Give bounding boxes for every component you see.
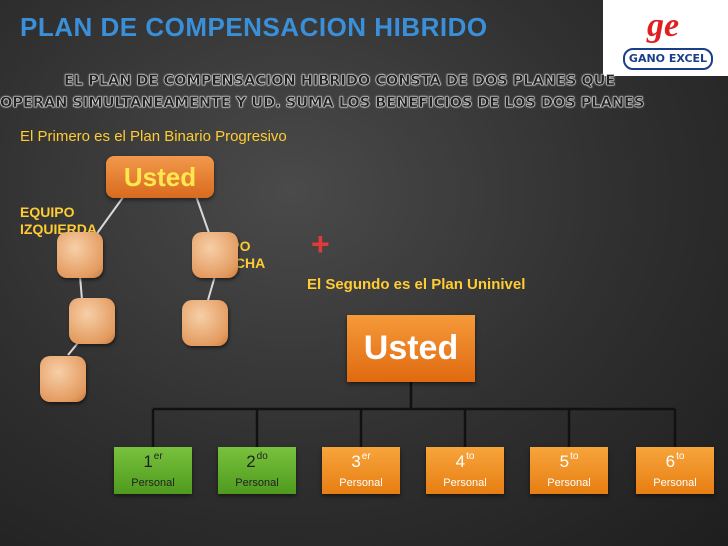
unilevel-root-node: Usted xyxy=(347,315,475,382)
level-label: Personal xyxy=(339,477,383,489)
intro-line-1: EL PLAN DE COMPENSACION HIBRIDO CONSTA D… xyxy=(64,73,616,89)
binary-node-right-2 xyxy=(182,300,228,346)
gano-excel-logo: ge GANO EXCEL xyxy=(603,0,728,76)
level-suffix: to xyxy=(676,451,685,462)
level-label: Personal xyxy=(547,477,591,489)
page-title: PLAN DE COMPENSACION HIBRIDO xyxy=(20,12,488,42)
level-suffix: do xyxy=(256,451,268,462)
level-number: 2 xyxy=(246,452,256,471)
level-box-6: 6to Personal xyxy=(636,447,714,494)
binary-plan-caption: El Primero es el Plan Binario Progresivo xyxy=(20,128,287,145)
level-suffix: er xyxy=(153,451,163,462)
intro-text: EL PLAN DE COMPENSACION HIBRIDO CONSTA D… xyxy=(0,70,660,114)
plus-sign: + xyxy=(311,226,330,262)
level-number: 4 xyxy=(455,452,466,471)
binary-node-left-3 xyxy=(40,356,86,402)
level-number: 6 xyxy=(665,452,676,471)
logo-brand-text: GANO EXCEL xyxy=(623,48,713,70)
left-team-line-1: EQUIPO xyxy=(20,204,75,220)
level-suffix: to xyxy=(466,451,475,462)
level-label: Personal xyxy=(235,477,279,489)
level-number: 3 xyxy=(351,452,361,471)
binary-root-node: Usted xyxy=(106,156,214,198)
binary-link-right-2 xyxy=(207,275,216,301)
level-box-1: 1er Personal xyxy=(114,447,192,494)
binary-node-right-1 xyxy=(192,232,238,278)
binary-link-left-2 xyxy=(79,275,83,301)
unilevel-plan-caption: El Segundo es el Plan Uninivel xyxy=(307,276,526,293)
level-label: Personal xyxy=(443,477,487,489)
level-box-5: 5to Personal xyxy=(530,447,608,494)
binary-node-left-2 xyxy=(69,298,115,344)
binary-node-left-1 xyxy=(57,232,103,278)
level-suffix: er xyxy=(361,451,371,462)
logo-mark-icon: ge xyxy=(646,7,680,44)
level-number: 1 xyxy=(143,452,153,471)
level-suffix: to xyxy=(570,451,579,462)
intro-line-2: OPERAN SIMULTANEAMENTE Y UD. SUMA LOS BE… xyxy=(0,95,645,111)
level-box-3: 3er Personal xyxy=(322,447,400,494)
level-box-4: 4to Personal xyxy=(426,447,504,494)
level-label: Personal xyxy=(131,477,175,489)
level-label: Personal xyxy=(653,477,697,489)
level-number: 5 xyxy=(559,452,570,471)
level-box-2: 2do Personal xyxy=(218,447,296,494)
